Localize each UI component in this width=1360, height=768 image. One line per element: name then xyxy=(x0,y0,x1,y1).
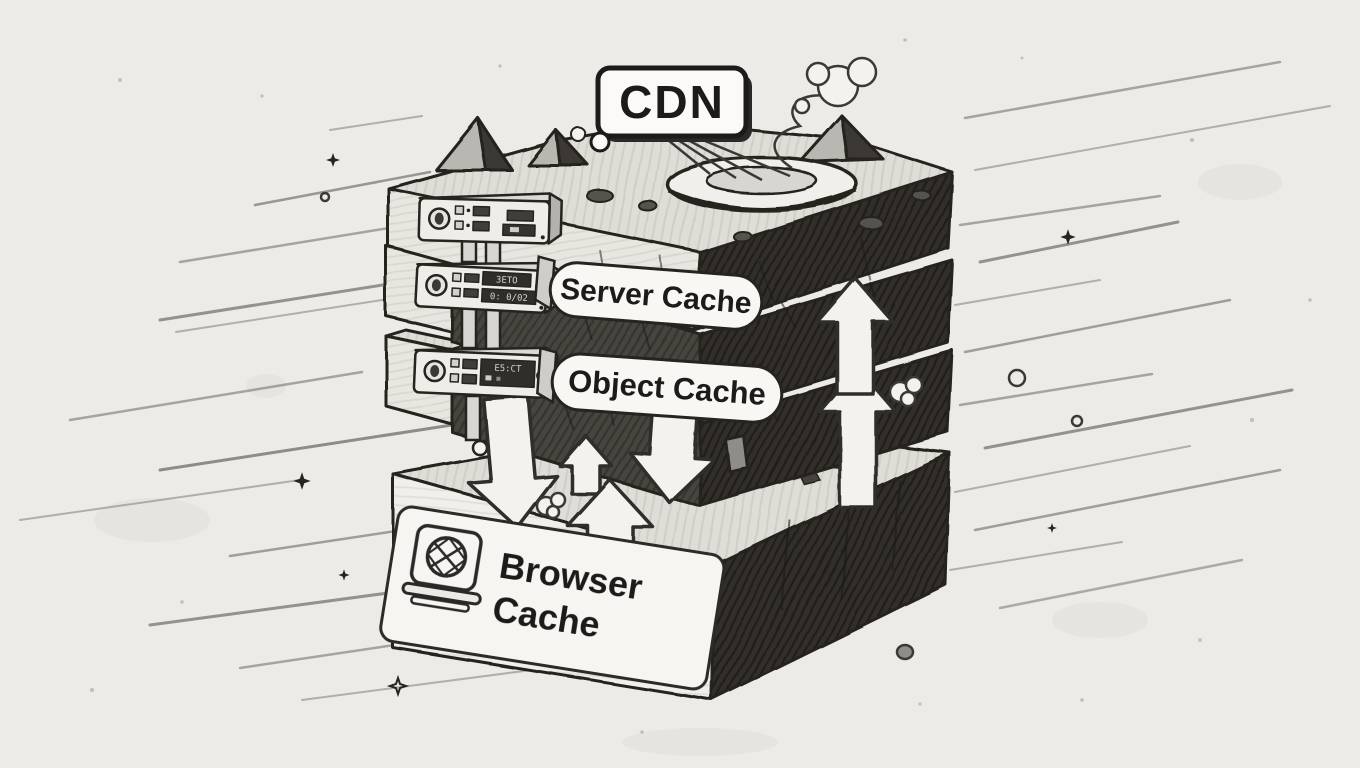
puff-cloud-center xyxy=(535,491,567,520)
flow-arrows xyxy=(467,276,898,572)
lcd-text: E5:CT xyxy=(494,364,522,375)
puff-cloud-right xyxy=(888,375,924,408)
paper-smudges xyxy=(94,164,1282,756)
cdn-speech-bubble: CDN xyxy=(589,65,752,153)
smoke-cloud xyxy=(773,56,878,170)
floating-dots xyxy=(319,135,1084,661)
arrow-up-right-upper xyxy=(815,276,895,396)
laptop-globe-icon xyxy=(401,523,483,613)
lcd-display xyxy=(481,270,532,288)
sparkle-stars xyxy=(293,153,1076,698)
mountains xyxy=(434,114,886,172)
lcd-text: 3ETO xyxy=(496,275,518,286)
launch-pad xyxy=(665,156,859,212)
browser-cache-panel: Browser Cache xyxy=(379,505,726,691)
server-unit-1 xyxy=(417,192,563,245)
arrow-down-left xyxy=(467,394,559,530)
object-cache-label-pill: Object Cache xyxy=(536,346,784,424)
speed-lines-right xyxy=(949,60,1331,610)
lcd-display xyxy=(506,209,535,222)
server-unit-3: E5:CT xyxy=(412,346,559,400)
hanging-rock xyxy=(724,434,750,474)
arrow-up-right-lower xyxy=(818,366,898,510)
cdn-label: CDN xyxy=(619,76,725,128)
server-cache-label-pill: Server Cache xyxy=(534,255,764,331)
cdn-rays xyxy=(667,136,791,182)
arrow-up-small xyxy=(558,434,614,496)
top-white-pebble xyxy=(570,126,586,142)
lcd-text: 0: 0/02 xyxy=(490,292,528,304)
paper-speckles xyxy=(90,38,1312,734)
lcd-display xyxy=(479,358,536,389)
